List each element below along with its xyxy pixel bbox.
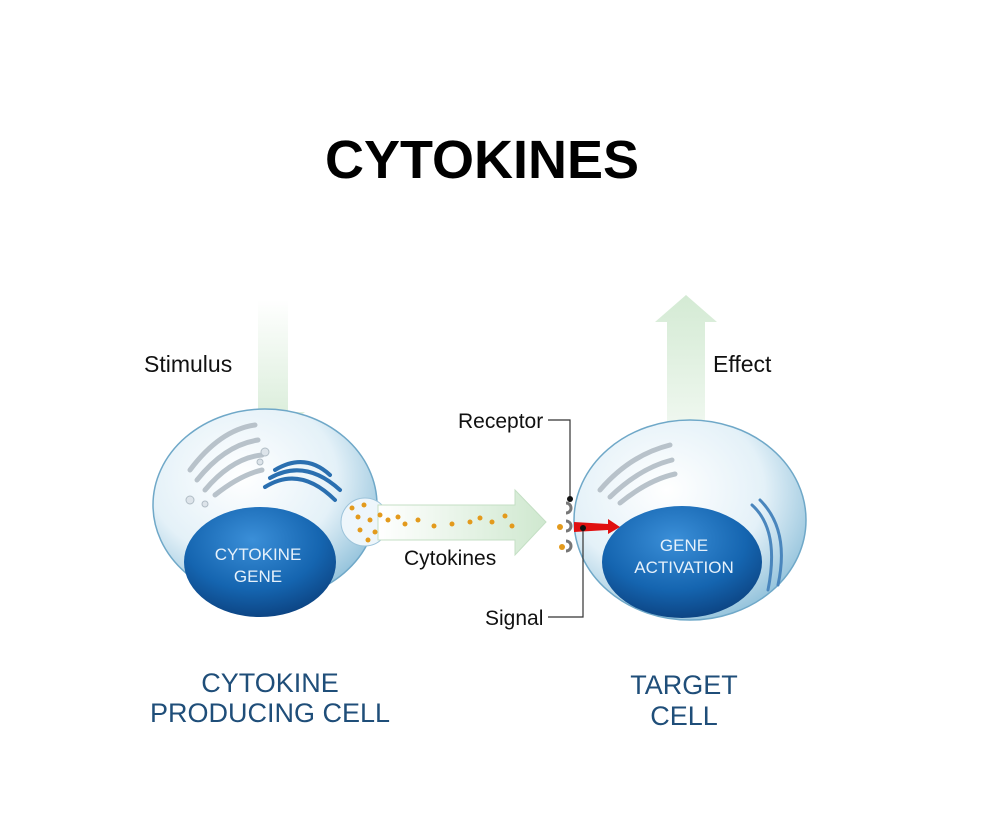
signal-arrow [574,519,620,534]
producing-cell-caption: PRODUCING CELL [150,698,390,728]
cytokine-dots [349,502,565,550]
receptor-icons [565,501,573,553]
effect-label: Effect [713,351,772,377]
receptor-callout [548,419,571,497]
target-cell: GENE ACTIVATION [565,419,807,621]
signal-callout [548,529,584,618]
target-cell-caption: CELL [650,701,718,731]
page-title: CYTOKINES [325,130,639,190]
stimulus-label: Stimulus [144,351,232,377]
target-cell-caption: TARGET [630,670,738,700]
receptor-label: Receptor [458,410,543,433]
stimulus-arrow [241,300,305,440]
nucleus [602,506,762,618]
producing-cell-caption: CYTOKINE [201,668,339,698]
signal-label: Signal [485,607,543,630]
nucleus-label: ACTIVATION [634,558,734,577]
nucleus-label: CYTOKINE [215,545,302,564]
golgi-icon [597,442,678,506]
endoplasmic-reticulum-icon [750,498,783,592]
nucleus-label: GENE [660,536,708,555]
endoplasmic-reticulum-icon [263,460,342,502]
cytokines-label: Cytokines [404,547,496,570]
cytokine-producing-cell: CYTOKINE GENE [152,408,390,617]
cytokines-arrow [349,488,565,557]
nucleus [184,507,336,617]
golgi-icon [187,422,265,498]
nucleus-label: GENE [234,567,282,586]
